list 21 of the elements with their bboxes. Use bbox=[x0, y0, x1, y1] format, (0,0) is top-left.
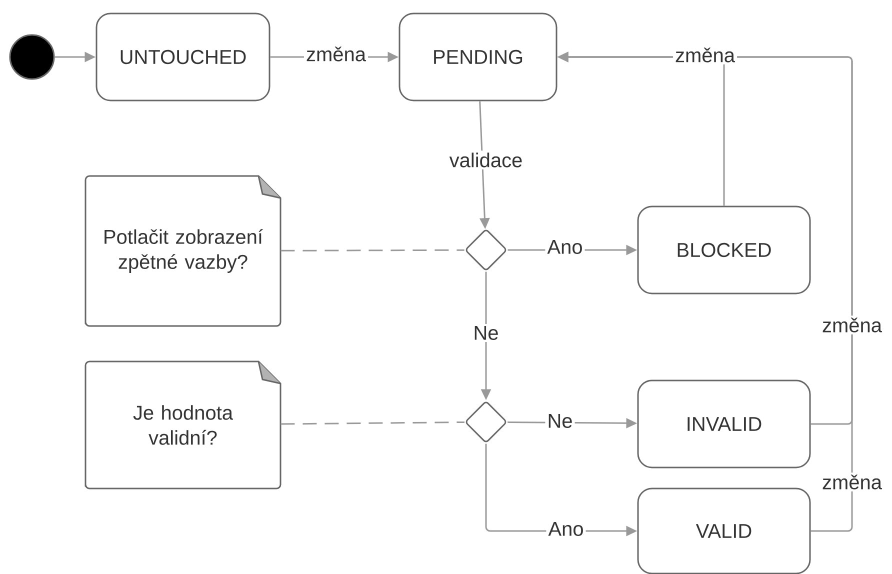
state-box: VALID bbox=[637, 488, 811, 574]
connector-line bbox=[280, 249, 464, 252]
state-box: INVALID bbox=[637, 380, 811, 468]
edge-label: změna bbox=[304, 44, 368, 64]
state-box: UNTOUCHED bbox=[96, 12, 270, 102]
edge-label: změna bbox=[820, 472, 884, 492]
state-box: BLOCKED bbox=[637, 206, 811, 294]
edge-label: změna bbox=[820, 316, 884, 334]
edge-label: Ne bbox=[545, 412, 575, 430]
edge-label: Ano bbox=[545, 238, 585, 256]
edge-label: Ne bbox=[471, 324, 501, 342]
decision-diamond bbox=[466, 402, 506, 442]
note-box: Potlačit zobrazení zpětné vazby? bbox=[84, 175, 282, 327]
state-box: PENDING bbox=[398, 12, 558, 102]
note-box: Je hodnota validní? bbox=[84, 360, 282, 490]
start-circle bbox=[9, 34, 55, 80]
decision-diamond bbox=[466, 230, 506, 270]
edge-label: Ano bbox=[546, 520, 586, 538]
edge-label: validace bbox=[447, 150, 525, 170]
edge-label: změna bbox=[673, 46, 738, 64]
connector-line bbox=[280, 421, 464, 425]
